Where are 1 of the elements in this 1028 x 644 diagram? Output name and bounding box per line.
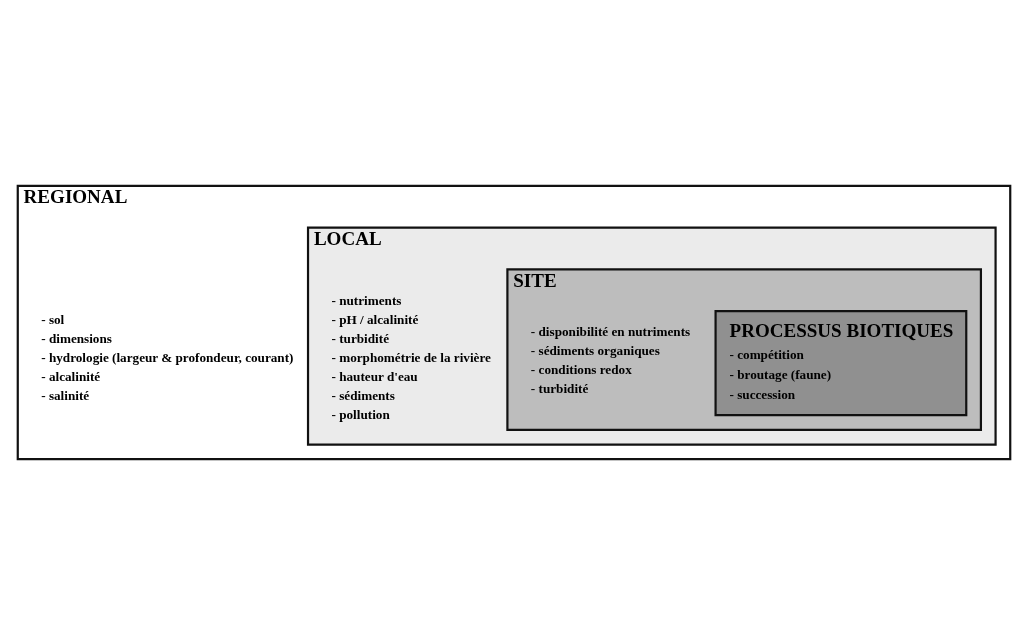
node-box: PROCESSUS BIOTIQUES - compétition - broutage (faune) - succession: [714, 309, 968, 416]
